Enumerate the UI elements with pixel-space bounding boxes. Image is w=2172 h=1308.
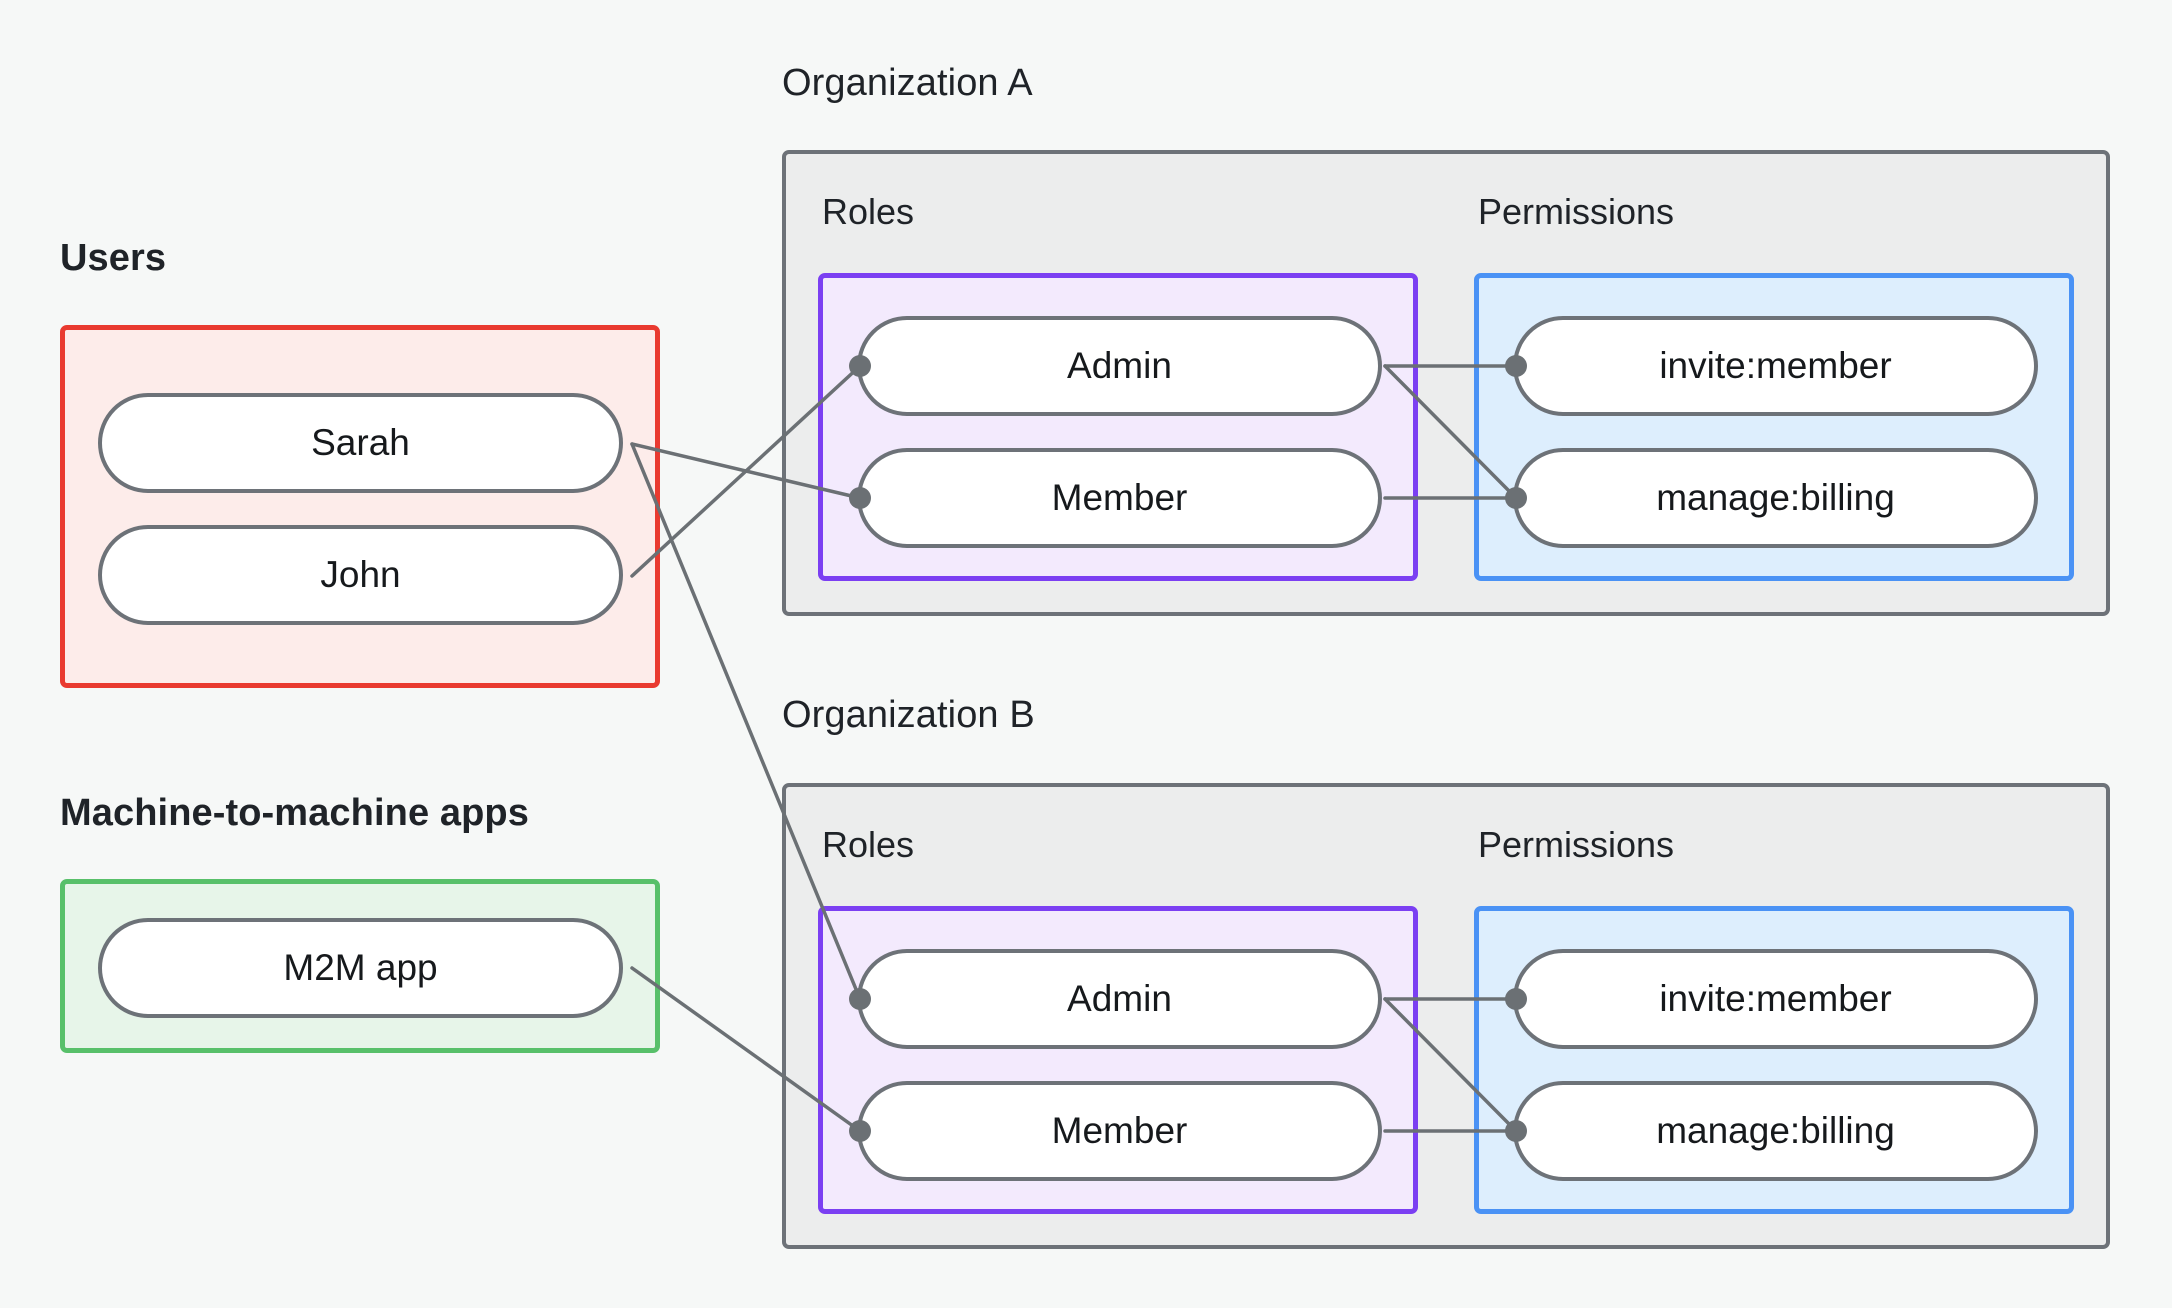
m2m-node-app[interactable]: M2M app	[98, 918, 623, 1018]
organization-b-title: Organization B	[782, 694, 1035, 736]
user-node-sarah[interactable]: Sarah	[98, 393, 623, 493]
orgB-permissions-title: Permissions	[1478, 824, 1675, 865]
orgA-role-member[interactable]: Member	[857, 448, 1382, 548]
orgB-permission-invite-member[interactable]: invite:member	[1513, 949, 2038, 1049]
users-group-title: Users	[60, 237, 167, 279]
organization-a-title: Organization A	[782, 62, 1033, 104]
orgB-role-member[interactable]: Member	[857, 1081, 1382, 1181]
orgA-role-admin[interactable]: Admin	[857, 316, 1382, 416]
orgA-permission-invite-member[interactable]: invite:member	[1513, 316, 2038, 416]
users-container	[60, 325, 660, 688]
orgA-roles-title: Roles	[822, 191, 915, 232]
orgA-permissions-title: Permissions	[1478, 191, 1675, 232]
orgB-role-admin[interactable]: Admin	[857, 949, 1382, 1049]
orgB-permission-manage-billing[interactable]: manage:billing	[1513, 1081, 2038, 1181]
orgB-roles-title: Roles	[822, 824, 915, 865]
user-node-john[interactable]: John	[98, 525, 623, 625]
machines-group-title: Machine-to-machine apps	[60, 792, 529, 834]
orgA-permission-manage-billing[interactable]: manage:billing	[1513, 448, 2038, 548]
